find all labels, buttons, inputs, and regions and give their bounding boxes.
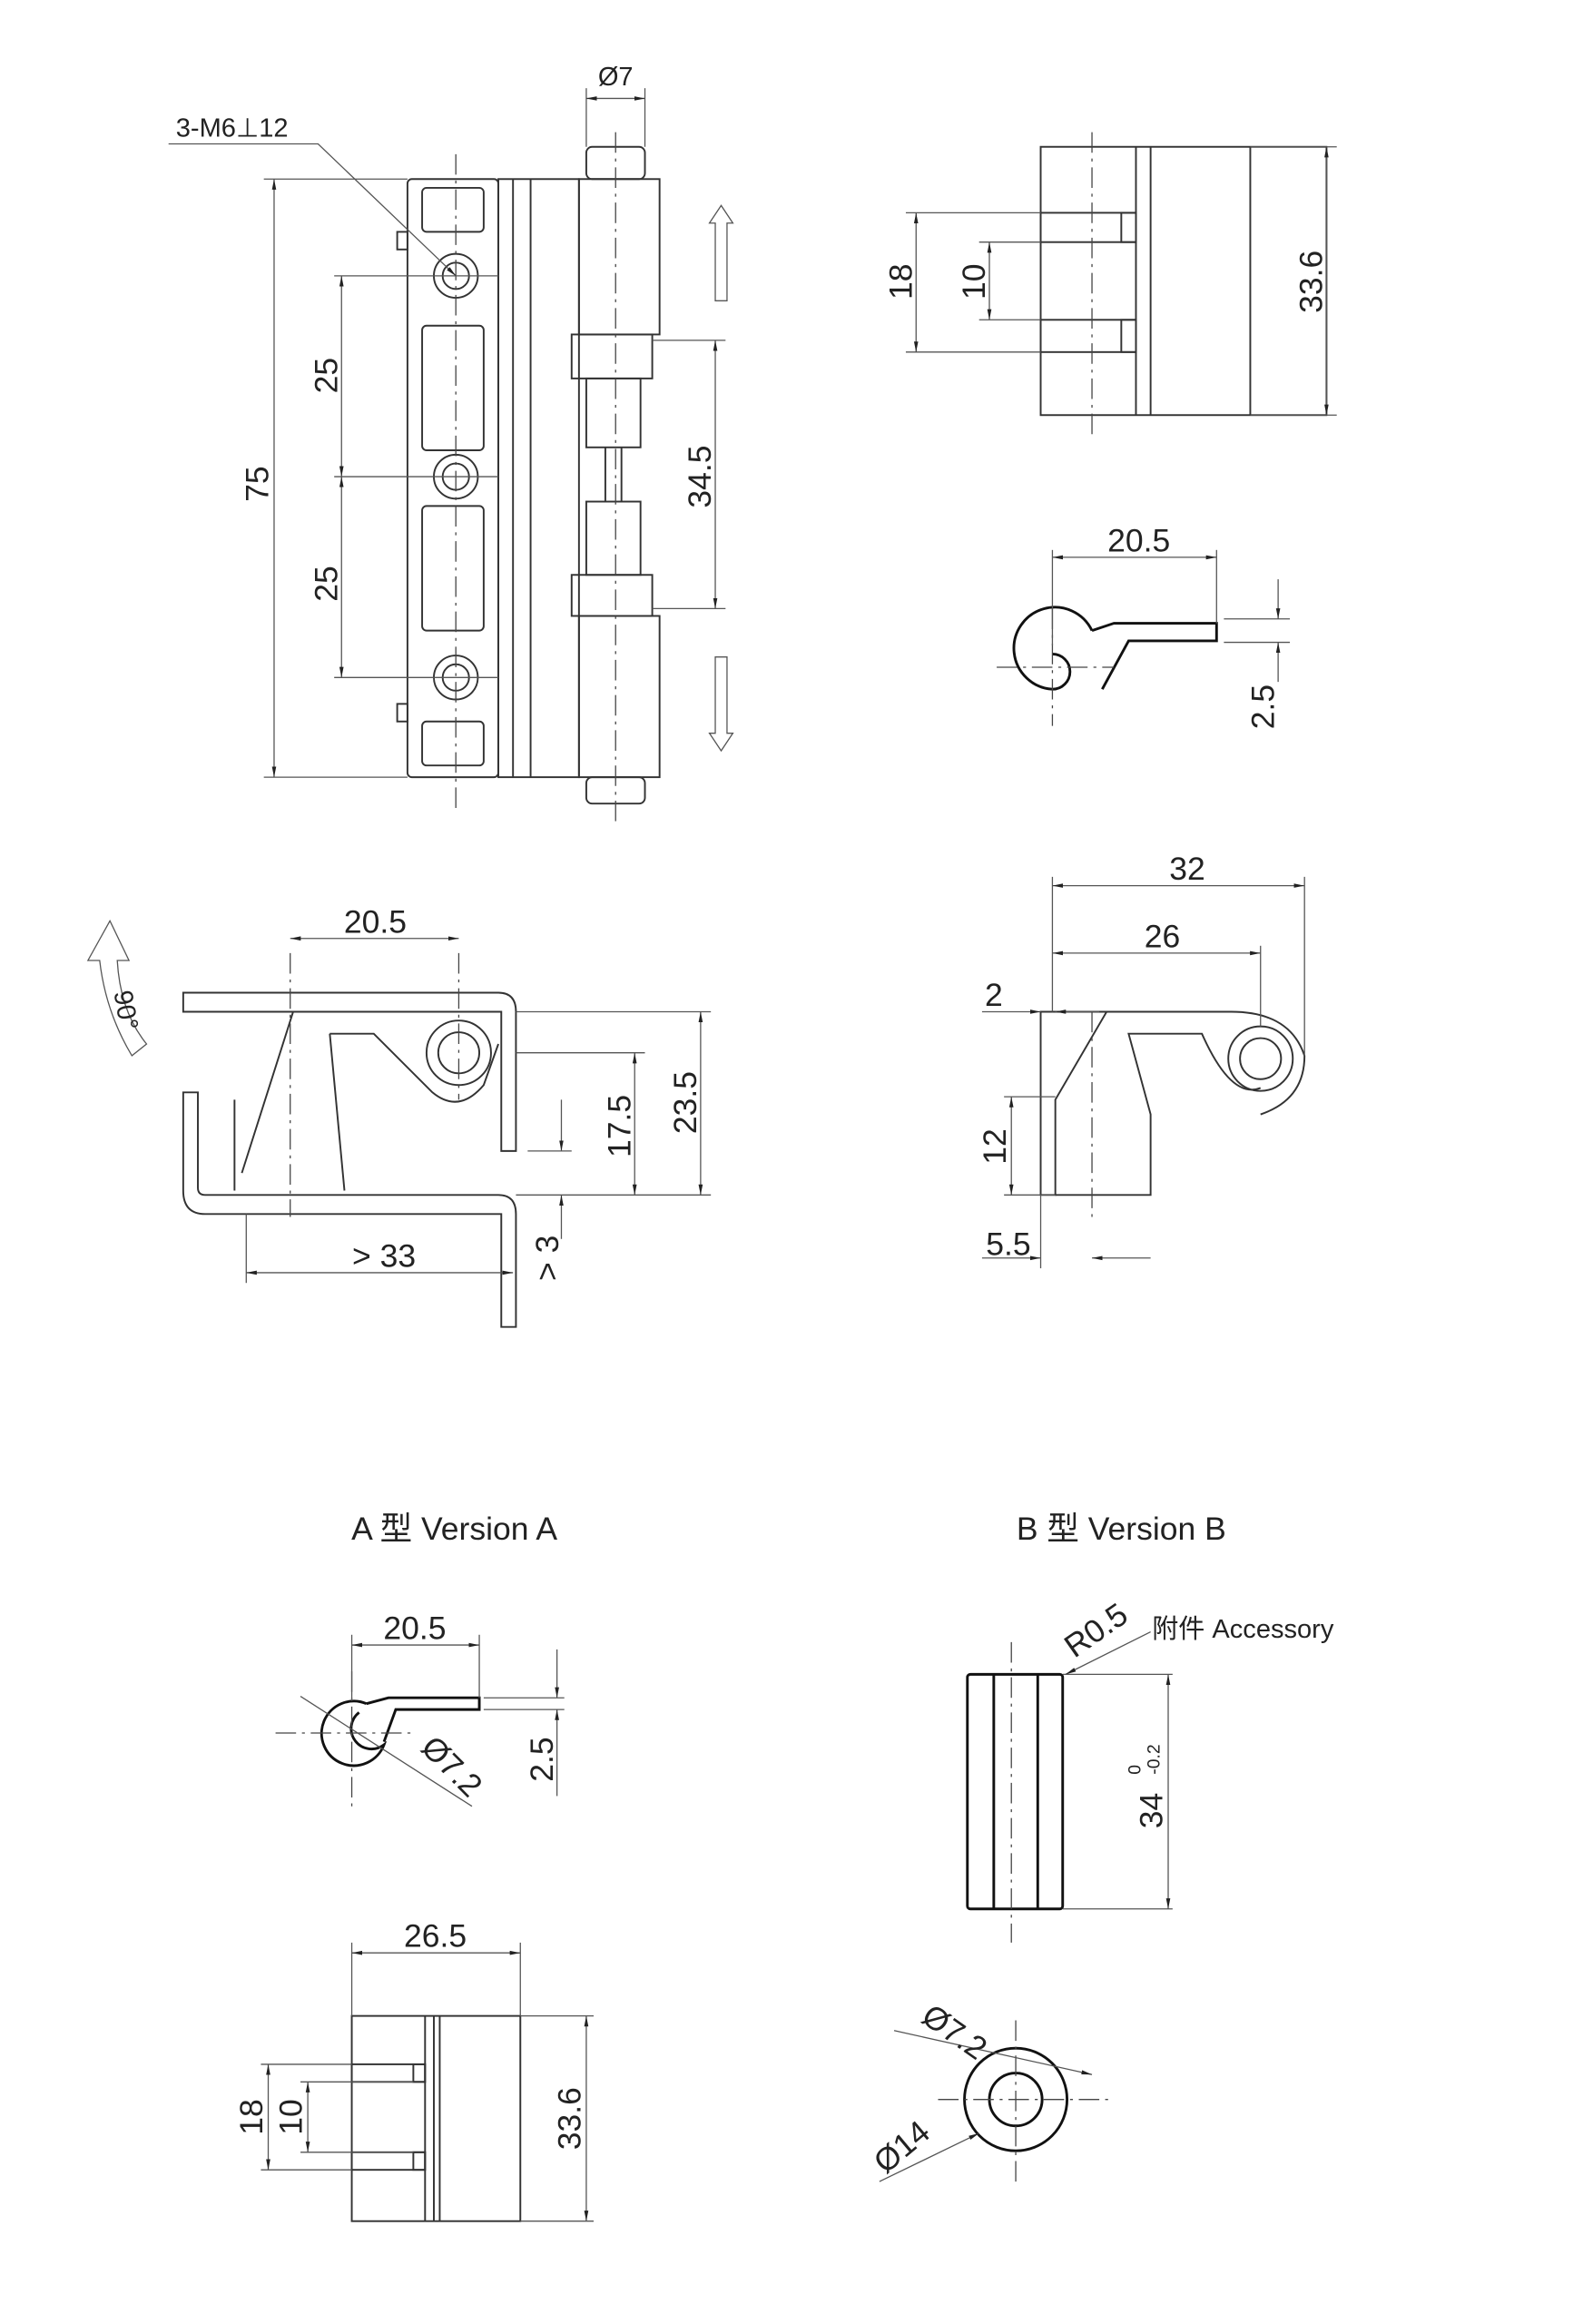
front-view: 75 25 25 34.5 Ø7 3-M6⊥12 <box>168 63 734 822</box>
dim-overall: 32 <box>1169 851 1205 887</box>
dim-width: 26.5 <box>404 1918 467 1955</box>
version-a-title: A 型 Version A <box>351 1511 557 1547</box>
dim-min-thk: > 3 <box>529 1236 565 1281</box>
side-view-b: 32 26 2 12 5.5 <box>977 851 1306 1269</box>
dim-radius: R0.5 <box>1057 1596 1134 1665</box>
dim-outer-dia: Ø14 <box>867 2113 937 2181</box>
dim-h1: 17.5 <box>601 1095 637 1157</box>
dim-height: 33.6 <box>1293 251 1330 313</box>
side-view-a: 20.5 23.5 17.5 > 3 > 33 90° <box>86 903 712 1328</box>
dim-h: 12 <box>977 1128 1013 1165</box>
dim-height: 75 <box>240 466 276 502</box>
dim-pitch-1: 25 <box>308 358 344 394</box>
angle-label: 90° <box>107 989 143 1033</box>
dim-off: 5.5 <box>986 1226 1030 1263</box>
top-view: 33.6 18 10 <box>882 132 1337 438</box>
dim-length: 34 <box>1134 1793 1170 1829</box>
dim-pin-dia: Ø7 <box>598 63 634 92</box>
dim-spring-arm: 20.5 <box>383 1610 446 1647</box>
dim-arm: 20.5 <box>1107 522 1170 558</box>
tol-lower: -0.2 <box>1144 1744 1164 1774</box>
dim-pitch-2: 25 <box>308 566 344 602</box>
version-b: B 型 Version B 34 0 -0.2 R0.5 附件 Accessor… <box>867 1511 1334 2185</box>
dim-inner: 10 <box>956 264 992 300</box>
dim-pivot: 26 <box>1145 918 1181 954</box>
dim-inner: 10 <box>273 2099 310 2135</box>
dim-outer: 18 <box>882 264 919 300</box>
dim-h2: 23.5 <box>667 1071 703 1134</box>
dim-spring-off: 2.5 <box>524 1737 560 1781</box>
rotation-arrow-icon <box>86 919 148 1057</box>
dim-middle: 34.5 <box>682 446 718 508</box>
accessory-label: 附件 Accessory <box>1152 1614 1334 1644</box>
dim-pivot: 20.5 <box>344 903 407 940</box>
dim-t: 2 <box>985 977 1003 1013</box>
dim-spring-dia: Ø7.2 <box>414 1728 489 1804</box>
thread-note: 3-M6⊥12 <box>176 113 289 143</box>
dim-inner-dia: Ø7.2 <box>916 1997 994 2067</box>
dim-height: 33.6 <box>551 2087 587 2150</box>
dim-outer: 18 <box>233 2099 270 2135</box>
tol-upper: 0 <box>1125 1765 1145 1775</box>
dim-min-len: > 33 <box>352 1237 416 1274</box>
version-b-title: B 型 Version B <box>1017 1511 1226 1547</box>
spring-view: 20.5 2.5 <box>997 522 1291 729</box>
arrow-up-icon <box>708 204 734 301</box>
dim-offset: 2.5 <box>1244 684 1281 729</box>
version-a: A 型 Version A 20.5 Ø7.2 2.5 26.5 33.6 18… <box>233 1511 594 2222</box>
arrow-down-icon <box>708 656 734 753</box>
